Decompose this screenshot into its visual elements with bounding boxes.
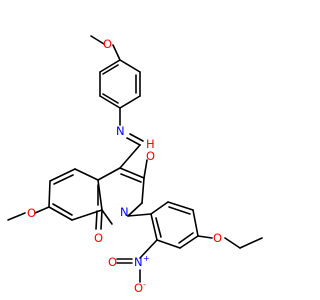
atom-O-nitro-a: O [108,255,117,269]
bonds [7,35,263,283]
atom-N-nitro: N [134,255,143,269]
atom-H-hydroxyl: H [146,137,155,151]
atom-O-top: O [103,37,112,51]
molecule-canvas: O N O H O N O O N + O O - [7,35,263,295]
atom-O-hydroxyl: O [146,149,155,163]
atom-N-imine: N [116,124,125,138]
atom-N-ring: N [120,205,129,219]
atom-O-carbonyl: O [94,231,103,245]
atom-O-nitro-b-charge: - [143,280,146,289]
atom-O-nitro-b: O [134,281,143,295]
atom-labels: O N O H O N O O N + O O - [27,37,222,295]
atom-O-methoxy-left: O [27,206,36,220]
atom-O-ethoxy: O [213,231,222,245]
atom-N-nitro-charge: + [143,254,150,263]
molecule-structure: O N O H O N O O N + O O - [7,35,263,295]
